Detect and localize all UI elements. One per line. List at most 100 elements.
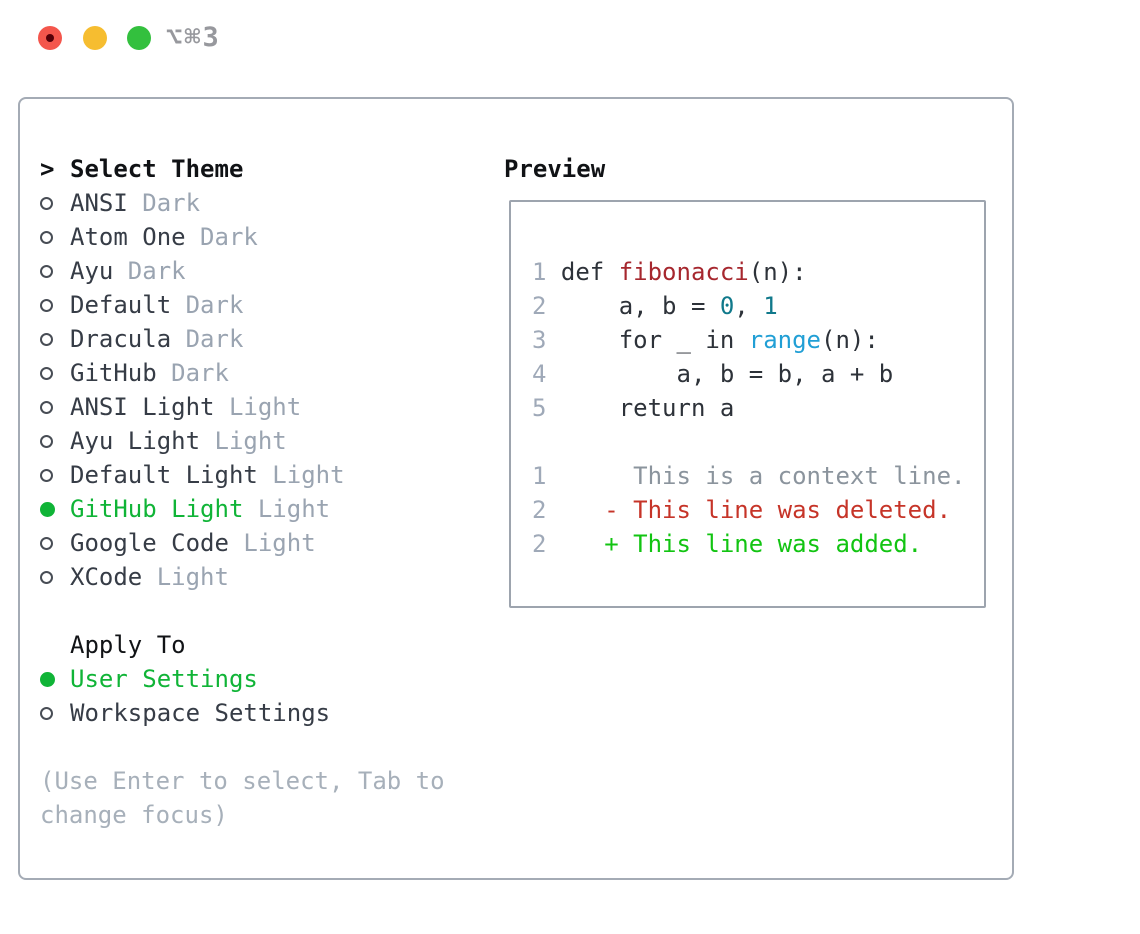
radio-circle-icon <box>40 536 53 550</box>
code-segment-code: a, b = <box>546 292 720 320</box>
code-segment-lineno: 4 <box>532 360 547 388</box>
radio-icon <box>40 400 70 414</box>
theme-name: Dracula <box>70 325 172 353</box>
preview-code-line: 2 + This line was added. <box>532 527 984 561</box>
theme-option[interactable]: Dracula Dark <box>40 322 490 356</box>
theme-option[interactable]: Ayu Light Light <box>40 424 490 458</box>
code-segment-lineno: 2 <box>532 292 547 320</box>
theme-option[interactable]: ANSI Dark <box>40 186 490 220</box>
theme-name: Ayu <box>70 257 114 285</box>
apply-to-header: Apply To <box>40 628 490 662</box>
code-segment-deleted: - This line was deleted. <box>604 496 952 524</box>
theme-name: ANSI <box>70 189 128 217</box>
preview-code-line: 5 return a <box>532 391 984 425</box>
theme-option[interactable]: GitHub Light Light <box>40 492 490 526</box>
code-segment-code: (n): <box>821 326 879 354</box>
code-segment-code: a, b = b, a + b <box>546 360 894 388</box>
code-segment-code: def <box>546 258 619 286</box>
radio-circle-icon <box>40 196 53 210</box>
theme-variant: Dark <box>171 291 244 319</box>
preview-code-line: 1 This is a context line. <box>532 459 984 493</box>
radio-circle-icon <box>40 366 53 380</box>
theme-variant: Dark <box>171 325 244 353</box>
theme-variant: Light <box>142 563 229 591</box>
radio-icon <box>40 196 70 210</box>
window-title: ⌥⌘3 <box>166 22 221 53</box>
code-segment-lineno: 1 <box>532 258 547 286</box>
selection-caret-icon: > <box>40 155 55 183</box>
radio-circle-icon <box>40 400 53 414</box>
theme-option[interactable]: Default Dark <box>40 288 490 322</box>
radio-icon <box>40 434 70 448</box>
radio-circle-icon <box>40 230 53 244</box>
radio-icon <box>40 366 70 380</box>
code-segment-context: This is a context line. <box>546 462 966 490</box>
preview-code-line: 4 a, b = b, a + b <box>532 357 984 391</box>
titlebar: ⌥⌘3 <box>0 0 1140 97</box>
theme-variant: Dark <box>156 359 229 387</box>
radio-icon <box>40 706 70 720</box>
theme-name: GitHub Light <box>70 495 244 523</box>
apply-to-option[interactable]: Workspace Settings <box>40 696 490 730</box>
radio-icon <box>40 536 70 550</box>
preview-code-line: 1 def fibonacci(n): <box>532 255 984 289</box>
theme-option[interactable]: GitHub Dark <box>40 356 490 390</box>
radio-circle-icon <box>40 671 55 687</box>
code-segment-func: fibonacci <box>618 258 749 286</box>
radio-circle-icon <box>40 570 53 584</box>
close-button-icon[interactable] <box>38 26 62 50</box>
radio-icon <box>40 570 70 584</box>
theme-option[interactable]: Atom One Dark <box>40 220 490 254</box>
code-segment-lineno: 1 <box>532 462 547 490</box>
code-segment-code: , <box>734 292 764 320</box>
code-segment-added: + This line was added. <box>604 530 923 558</box>
select-theme-header: > Select Theme <box>40 152 490 186</box>
theme-variant: Light <box>243 495 331 523</box>
theme-name: Ayu Light <box>70 427 201 455</box>
apply-to-option-label: User Settings <box>70 665 258 693</box>
theme-option[interactable]: Default Light Light <box>40 458 490 492</box>
theme-option[interactable]: Google Code Light <box>40 526 490 560</box>
theme-name: Default <box>70 291 172 319</box>
theme-option[interactable]: XCode Light <box>40 560 490 594</box>
code-segment-lineno: 2 <box>532 496 547 524</box>
code-segment-code <box>546 530 604 558</box>
radio-circle-icon <box>40 298 53 312</box>
theme-option[interactable]: ANSI Light Light <box>40 390 490 424</box>
code-segment-code: (n): <box>748 258 807 286</box>
radio-icon <box>40 230 70 244</box>
theme-name: GitHub <box>70 359 157 387</box>
preview-code-line: 2 - This line was deleted. <box>532 493 984 527</box>
code-segment-lineno: 5 <box>532 394 547 422</box>
preview-header-label: Preview <box>504 155 606 183</box>
zoom-button-icon[interactable] <box>127 26 151 50</box>
apply-to-header-label: Apply To <box>70 631 186 659</box>
theme-variant: Light <box>228 529 316 557</box>
radio-circle-icon <box>40 434 53 448</box>
radio-icon <box>40 332 70 346</box>
theme-variant: Light <box>200 427 287 455</box>
theme-name: Atom One <box>70 223 186 251</box>
minimize-button-icon[interactable] <box>83 26 107 50</box>
radio-circle-icon <box>40 468 53 482</box>
theme-name: ANSI Light <box>70 393 215 421</box>
apply-to-option[interactable]: User Settings <box>40 662 490 696</box>
radio-selected-icon <box>40 501 70 517</box>
theme-option[interactable]: Ayu Dark <box>40 254 490 288</box>
theme-name: XCode <box>70 563 143 591</box>
theme-name: Google Code <box>70 529 229 557</box>
code-segment-builtin: range <box>748 326 821 354</box>
spacer <box>40 730 490 764</box>
radio-circle-icon <box>40 332 53 346</box>
theme-variant: Dark <box>113 257 186 285</box>
radio-icon <box>40 298 70 312</box>
preview-code-line: 3 for _ in range(n): <box>532 323 984 357</box>
spacer <box>40 594 490 628</box>
